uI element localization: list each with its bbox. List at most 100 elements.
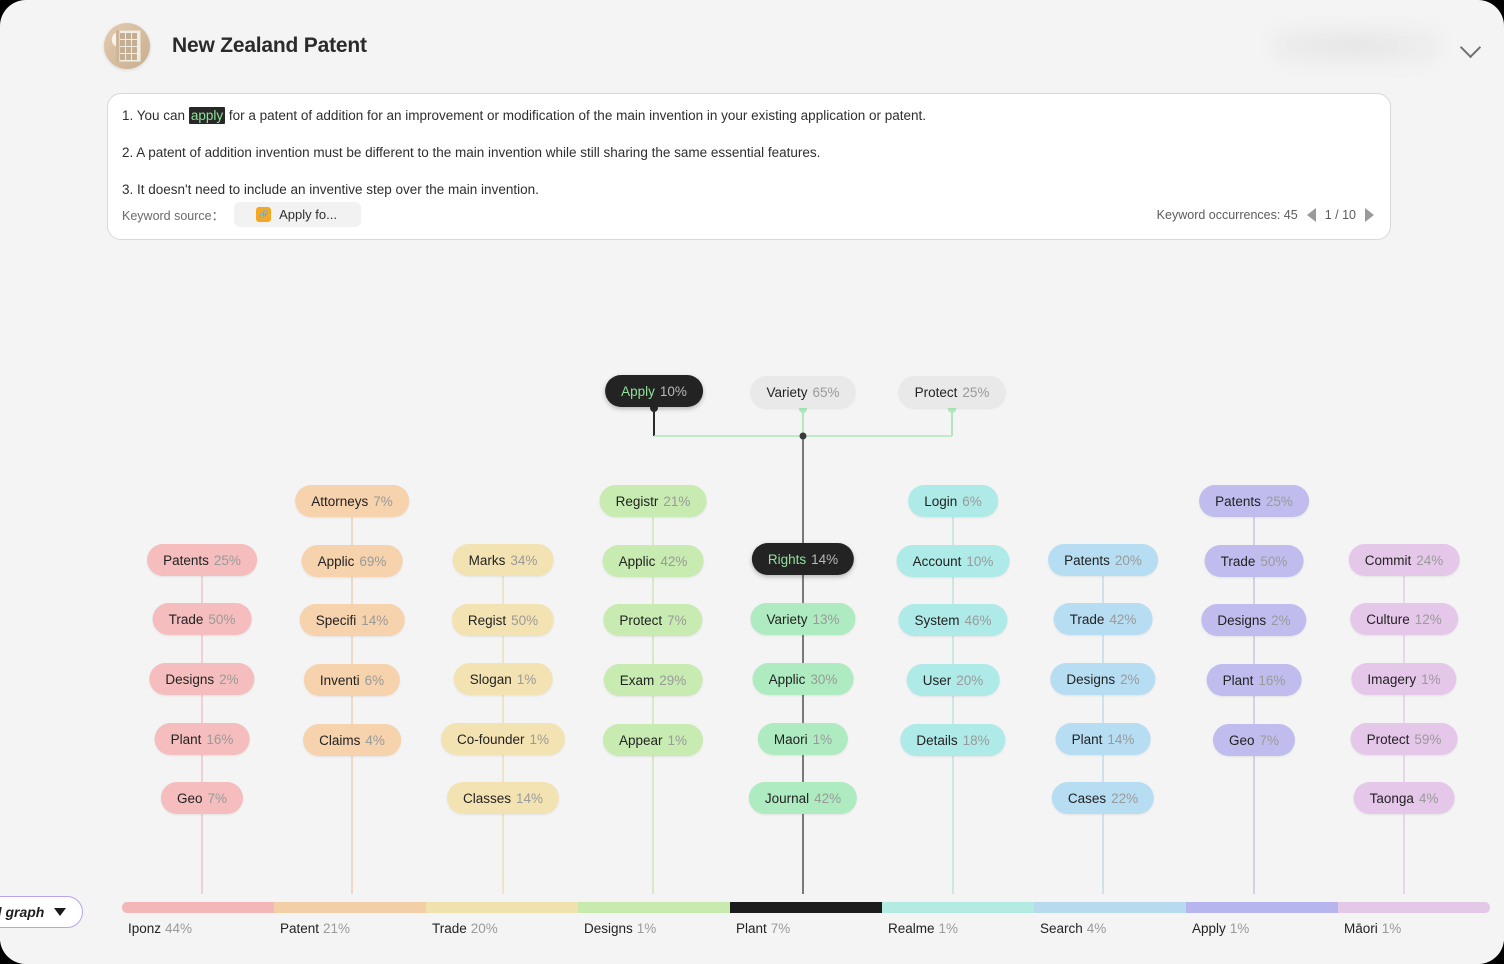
- node-word: Details: [916, 732, 958, 748]
- node-percent: 10%: [659, 383, 687, 399]
- distribution-segment[interactable]: [426, 902, 578, 913]
- chevron-down-icon[interactable]: [1460, 35, 1482, 57]
- page-title: New Zealand Patent: [172, 34, 367, 57]
- distribution-segment[interactable]: [1034, 902, 1186, 913]
- node-word: Regist: [467, 612, 507, 628]
- avatar: [104, 23, 150, 69]
- node-word: Protect: [914, 384, 958, 400]
- segment-percent: 44%: [165, 921, 193, 936]
- node-word: Variety: [766, 611, 808, 627]
- distribution-segment[interactable]: [882, 902, 1034, 913]
- segment-word: Search: [1040, 921, 1083, 936]
- distribution-segment[interactable]: [274, 902, 426, 913]
- node-word: Claims: [319, 732, 361, 748]
- node-word: Trade: [168, 611, 204, 627]
- node-word: Plant: [170, 731, 202, 747]
- next-page-button[interactable]: [1365, 207, 1374, 222]
- distribution-segment[interactable]: [1338, 902, 1490, 913]
- node-word: Designs: [1066, 671, 1116, 687]
- highlighted-keyword[interactable]: apply: [188, 107, 226, 124]
- graph-mode-selector[interactable]: ord graph: [0, 896, 84, 928]
- distribution-segment[interactable]: [122, 902, 274, 913]
- info-line: 3. It doesn't need to include an inventi…: [122, 182, 1370, 198]
- distribution-segment[interactable]: [578, 902, 730, 913]
- distribution-segment[interactable]: [730, 902, 882, 913]
- segment-word: Patent: [280, 921, 320, 936]
- node-percent: 16%: [1258, 672, 1286, 688]
- node-percent: 50%: [208, 611, 236, 627]
- keyword-occurrences: Keyword occurrences: 45: [1156, 207, 1298, 222]
- keyword-source-chip[interactable]: Apply fo...: [234, 202, 361, 227]
- prev-page-button[interactable]: [1306, 207, 1316, 222]
- node-percent: 1%: [516, 671, 537, 687]
- book-glyphs: [120, 33, 137, 60]
- node-word: Applic: [618, 553, 656, 569]
- segment-percent: 20%: [470, 921, 498, 936]
- node-percent: 7%: [373, 493, 393, 509]
- node-word: Designs: [1217, 612, 1267, 628]
- node-percent: 14%: [811, 551, 839, 567]
- blurred-chip[interactable]: [1270, 26, 1442, 66]
- info-line-text: 1. You can: [122, 108, 189, 123]
- graph-mode-label: ord graph: [0, 904, 45, 920]
- distribution-segment[interactable]: [1186, 902, 1338, 913]
